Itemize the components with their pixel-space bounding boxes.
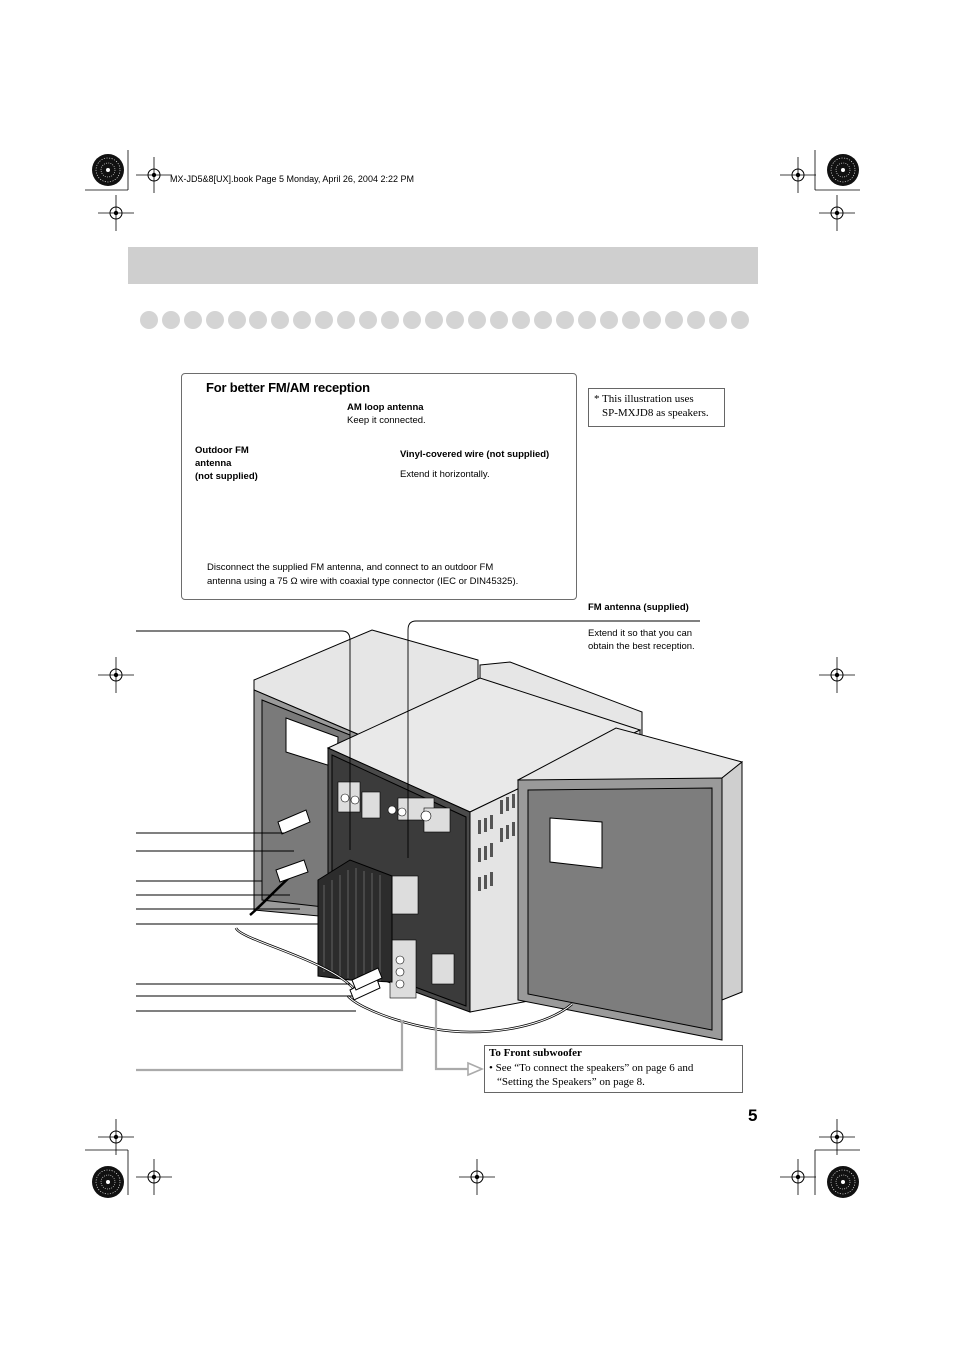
- registration-star-icon: [91, 153, 125, 187]
- illustration-note-line2: SP-MXJD8 as speakers.: [602, 407, 709, 419]
- registration-star-icon: [826, 153, 860, 187]
- page-number: 5: [748, 1106, 758, 1125]
- outdoor-fm-label-line1: Outdoor FM: [195, 445, 249, 456]
- crosshair-icon: [135, 1158, 173, 1196]
- front-subwoofer-bullet-line2: “Setting the Speakers” on page 8.: [497, 1076, 645, 1088]
- crosshair-icon: [818, 656, 856, 694]
- front-subwoofer-title: To Front subwoofer: [489, 1047, 582, 1059]
- fm-antenna-note-line1: Extend it so that you can: [588, 628, 693, 639]
- registration-star-icon: [826, 1165, 860, 1199]
- outdoor-fm-label-line3: (not supplied): [195, 471, 258, 482]
- vinyl-wire-label: Vinyl-covered wire (not supplied): [400, 449, 550, 460]
- illustration-note-box: [588, 388, 725, 427]
- front-subwoofer-bullet-line1: • See “To connect the speakers” on page …: [489, 1062, 694, 1074]
- disconnect-note-line2: antenna using a 75 Ω wire with coaxial t…: [207, 576, 519, 587]
- crosshair-icon: [135, 156, 173, 194]
- crop-marks: [85, 150, 860, 1195]
- crosshair-icon: [779, 1158, 817, 1196]
- grey-arrows: [136, 1000, 470, 1072]
- am-loop-antenna-note: Keep it connected.: [347, 415, 426, 426]
- crosshair-icon: [779, 156, 817, 194]
- right-speaker-icon: [516, 727, 744, 1041]
- reception-title: For better FM/AM reception: [206, 380, 370, 395]
- am-loop-antenna-label: AM loop antenna: [347, 402, 424, 413]
- file-info-header: MX-JD5&8[UX].book Page 5 Monday, April 2…: [170, 174, 414, 184]
- leader-lines: [136, 456, 700, 1012]
- registration-star-icon: [91, 1165, 125, 1199]
- vinyl-wire-note: Extend it horizontally.: [400, 469, 490, 480]
- dot-row-divider: [140, 311, 758, 329]
- disconnect-note-line1: Disconnect the supplied FM antenna, and …: [207, 562, 494, 573]
- crosshair-icon: [97, 194, 135, 232]
- title-band: [128, 247, 758, 284]
- arrow-head-icon: [467, 1061, 485, 1077]
- front-subwoofer-box: [484, 1045, 743, 1093]
- crosshair-icon: [818, 194, 856, 232]
- fm-antenna-note-line2: obtain the best reception.: [588, 641, 695, 652]
- crosshair-icon: [97, 656, 135, 694]
- reception-panel: [181, 373, 577, 600]
- fm-antenna-label: FM antenna (supplied): [588, 602, 689, 613]
- crosshair-icon: [458, 1158, 496, 1196]
- illustration-note-line1: * This illustration uses: [594, 393, 694, 405]
- outdoor-fm-label-line2: antenna: [195, 458, 232, 469]
